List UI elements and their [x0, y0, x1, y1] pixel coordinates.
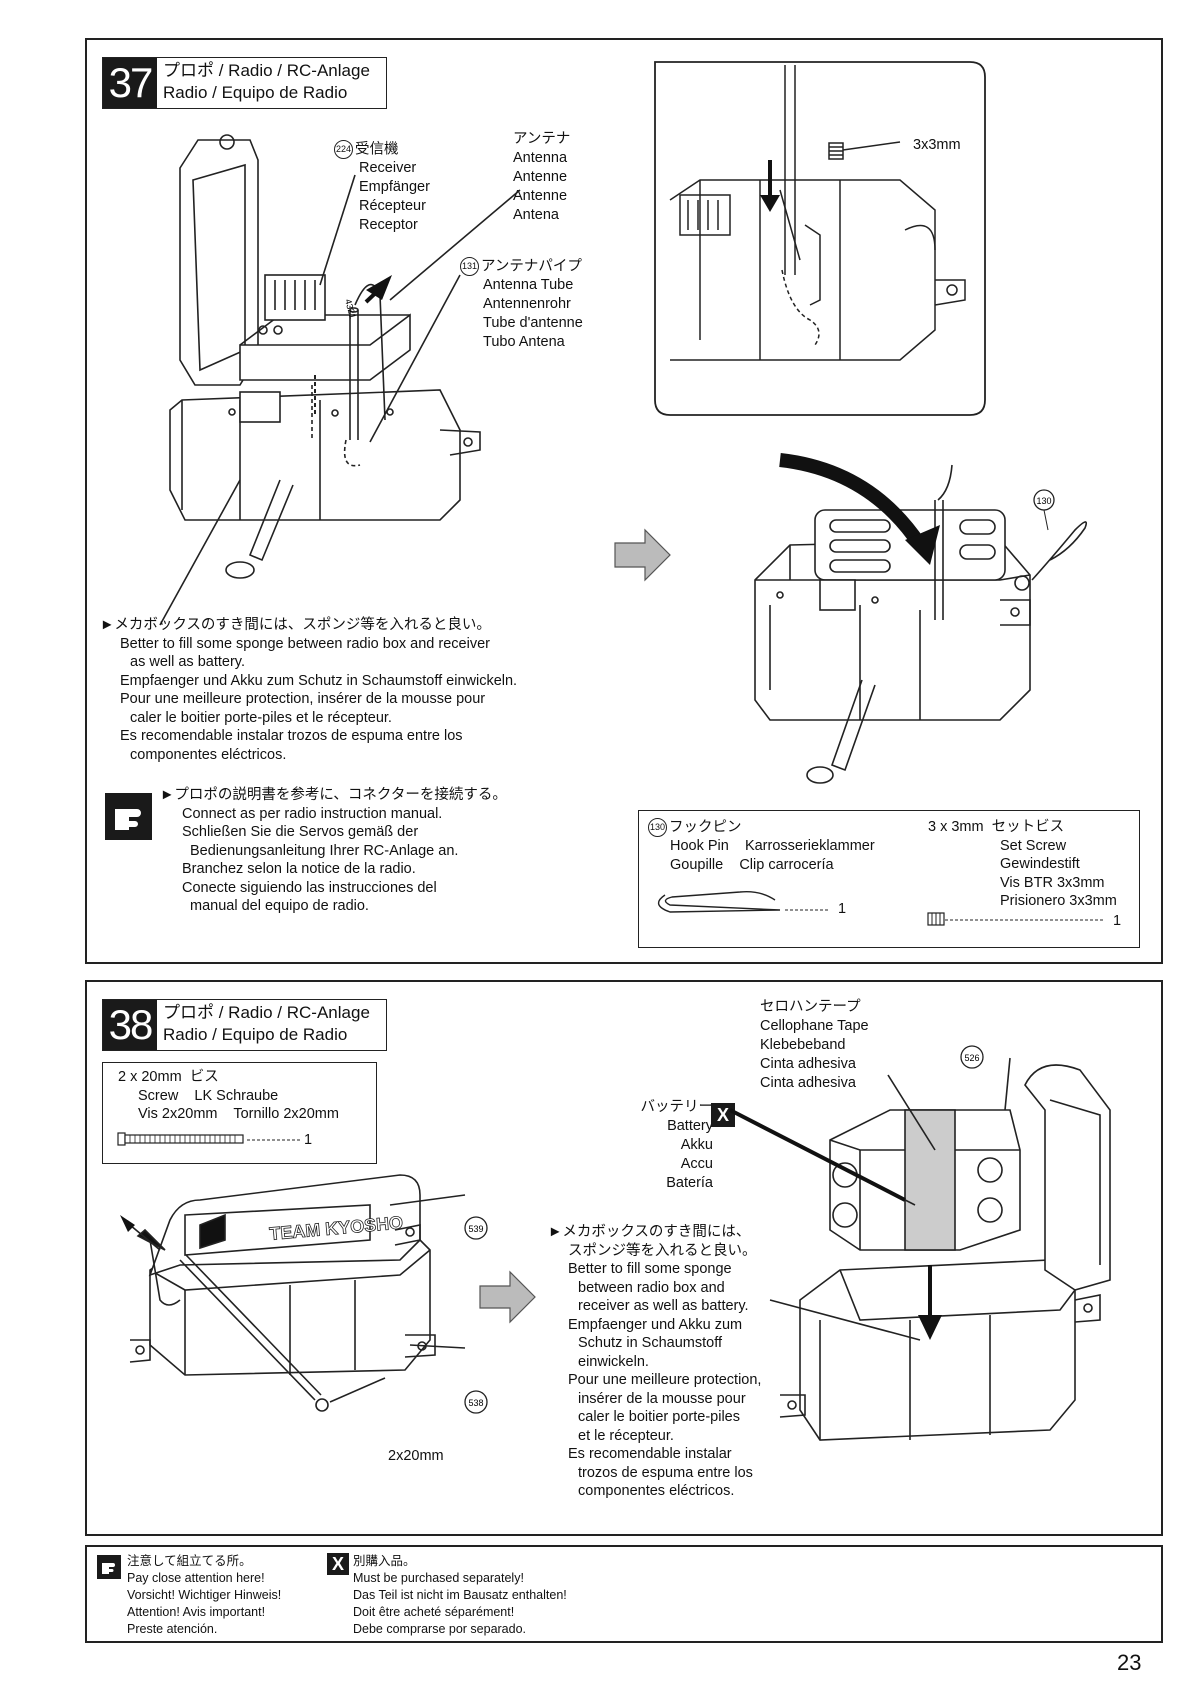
attention-icon: [105, 793, 152, 840]
step-38-title-1: プロポ / Radio / RC-Anlage: [163, 1003, 370, 1022]
step-38-header: 38 プロポ / Radio / RC-Anlage Radio / Equip…: [102, 999, 387, 1051]
step-37-parts-box: [638, 810, 1140, 948]
set-screw-part: 3 x 3mm セットビス Set Screw Gewindestift Vis…: [928, 819, 1117, 909]
attention-legend: 注意して組立てる所。 Pay close attention here! Vor…: [127, 1554, 282, 1636]
step-37-sponge-note: ►メカボックスのすき間には、スポンジ等を入れると良い。 Better to fi…: [100, 617, 518, 763]
hook-pin-qty: 1: [838, 901, 847, 917]
step-38-parts-box: [102, 1062, 377, 1164]
step-38-title-2: Radio / Equipo de Radio: [163, 1025, 348, 1044]
separately-legend-icon: X: [327, 1553, 349, 1575]
battery-label: バッテリー Battery Akku Accu Batería: [640, 1099, 714, 1191]
receiver-part-number: 224: [334, 140, 353, 159]
detail-screw-size-label: 3x3mm: [913, 137, 961, 153]
legend-panel: [85, 1545, 1163, 1643]
antenna-label: アンテナ Antenna Antenne Antenne Antena: [513, 131, 571, 223]
purchase-separately-mark: X: [711, 1103, 735, 1127]
step-37-title-2: Radio / Equipo de Radio: [163, 83, 348, 102]
step-37-panel: [85, 38, 1163, 964]
attention-legend-icon: [97, 1555, 121, 1579]
cover-part-number: 539: [468, 1224, 483, 1234]
set-screw-qty: 1: [1113, 913, 1122, 929]
screw-size-callout: 2x20mm: [388, 1448, 444, 1464]
step-37-title-1: プロポ / Radio / RC-Anlage: [163, 61, 370, 80]
cellophane-tape-label: セロハンテープ Cellophane Tape Klebebeband Cint…: [760, 999, 869, 1091]
step-38-sponge-note: ►メカボックスのすき間には、 スポンジ等を入れると良い。 Better to f…: [548, 1224, 762, 1499]
lk-screw-qty: 1: [304, 1132, 313, 1148]
step-38-progress-arrow: [479, 1270, 536, 1324]
lk-screw-part: 2 x 20mm ビス Screw LK Schraube Vis 2x20mm…: [118, 1069, 339, 1122]
step-37-header: 37 プロポ / Radio / RC-Anlage Radio / Equip…: [102, 57, 387, 109]
lid-part-number: 526: [964, 1053, 979, 1063]
page-number: 23: [1117, 1650, 1142, 1675]
separately-legend: 別購入品。 Must be purchased separately! Das …: [353, 1554, 567, 1636]
hook-pin-callout-number: 130: [1036, 496, 1051, 506]
case-part-number: 538: [468, 1398, 483, 1408]
step-37-connect-note: ►プロポの説明書を参考に、コネクターを接続する。 Connect as per …: [160, 787, 507, 914]
step-38-panel: [85, 980, 1163, 1536]
step-37-number: 37: [103, 58, 157, 108]
antenna-tube-part-number: 131: [460, 257, 479, 276]
step-37-progress-arrow: [614, 528, 671, 582]
hook-pin-part-number: 130: [648, 818, 667, 837]
step-38-number: 38: [103, 1000, 157, 1050]
